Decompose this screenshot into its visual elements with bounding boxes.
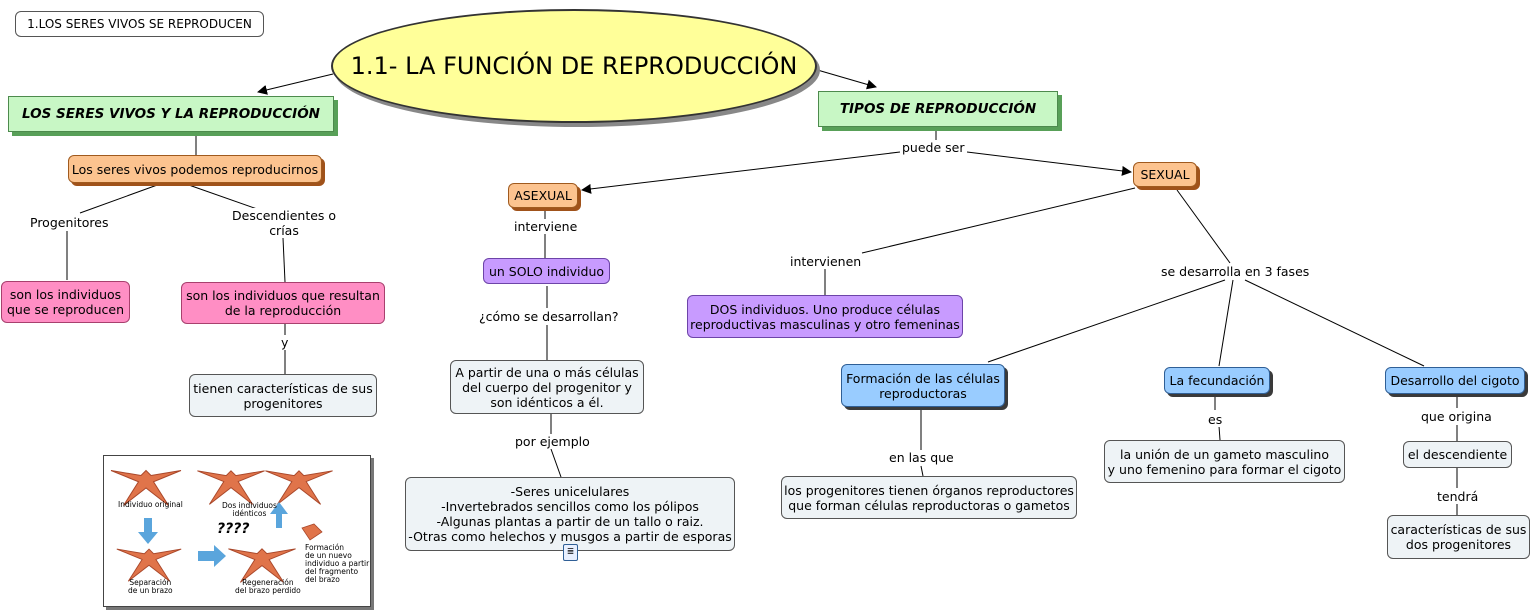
node-caract-dos[interactable]: características de sus dos progenitores: [1387, 515, 1530, 559]
right-arrow-icon: [198, 545, 226, 567]
label-como-se-desarrollan: ¿cómo se desarrollan?: [477, 309, 621, 324]
label-fases: se desarrolla en 3 fases: [1159, 264, 1312, 279]
node-caracteristicas[interactable]: tienen características de sus progenitor…: [189, 374, 377, 417]
starfish-fragment-icon: [301, 523, 323, 541]
document-icon[interactable]: ≣: [563, 544, 578, 561]
label-puede-ser: puede ser: [900, 140, 967, 155]
node-reproducirnos[interactable]: Los seres vivos podemos reproducirnos: [68, 155, 322, 183]
node-formacion[interactable]: Formación de las células reproductoras: [841, 364, 1005, 407]
caption-dos-identicos: Dos individuos idénticos: [222, 501, 277, 518]
starfish-image: Individuo original Dos individuos idénti…: [103, 455, 371, 607]
node-celulas[interactable]: A partir de una o más células del cuerpo…: [450, 360, 644, 414]
starfish-icon: [196, 470, 266, 505]
label-en-las-que: en las que: [887, 450, 956, 465]
header-seres-vivos[interactable]: LOS SERES VIVOS Y LA REPRODUCCIÓN: [8, 96, 334, 132]
header-tipos[interactable]: TIPOS DE REPRODUCCIÓN: [818, 91, 1058, 127]
caption-interrogacion: ????: [217, 521, 250, 537]
node-ejemplos[interactable]: -Seres unicelulares -Invertebrados senci…: [405, 477, 735, 551]
node-solo-individuo[interactable]: un SOLO individuo: [483, 258, 610, 284]
page-tab[interactable]: 1.LOS SERES VIVOS SE REPRODUCEN: [15, 11, 264, 37]
label-descendientes: Descendientes o crías: [230, 208, 339, 238]
label-que-origina: que origina: [1419, 409, 1494, 424]
starfish-illustration: [110, 470, 334, 583]
node-dos-individuos[interactable]: DOS individuos. Uno produce células repr…: [687, 295, 963, 338]
node-progenitores-def[interactable]: son los individuos que se reproducen: [1, 281, 130, 323]
up-arrow-icon: [270, 502, 288, 528]
main-title: 1.1- LA FUNCIÓN DE REPRODUCCIÓN: [331, 9, 817, 123]
label-es: es: [1206, 412, 1225, 427]
caption-separacion: Separación de un brazo: [128, 578, 173, 595]
label-y: y: [279, 335, 291, 350]
node-union[interactable]: la unión de un gameto masculino y uno fe…: [1104, 440, 1345, 483]
node-organos[interactable]: los progenitores tienen órganos reproduc…: [781, 476, 1077, 519]
label-tendra: tendrá: [1435, 489, 1481, 504]
node-descendiente[interactable]: el descendiente: [1403, 441, 1512, 468]
node-fecundacion[interactable]: La fecundación: [1164, 367, 1270, 394]
caption-individuo-original: Individuo original: [118, 500, 183, 509]
starfish-icon: [116, 548, 182, 582]
label-progenitores: Progenitores: [28, 215, 111, 230]
label-interviene: interviene: [512, 219, 580, 234]
down-arrow-icon: [138, 518, 158, 544]
node-asexual[interactable]: ASEXUAL: [508, 183, 578, 208]
node-desarrollo[interactable]: Desarrollo del cigoto: [1385, 367, 1525, 394]
node-descendientes-def[interactable]: son los individuos que resultan de la re…: [181, 282, 385, 324]
label-por-ejemplo: por ejemplo: [513, 434, 592, 449]
caption-formacion: Formación de un nuevo individuo a partir…: [305, 543, 370, 584]
caption-regeneracion: Regeneración del brazo perdido: [235, 578, 301, 595]
starfish-icon: [264, 470, 334, 505]
node-sexual[interactable]: SEXUAL: [1133, 162, 1197, 187]
label-intervienen: intervienen: [788, 254, 864, 269]
